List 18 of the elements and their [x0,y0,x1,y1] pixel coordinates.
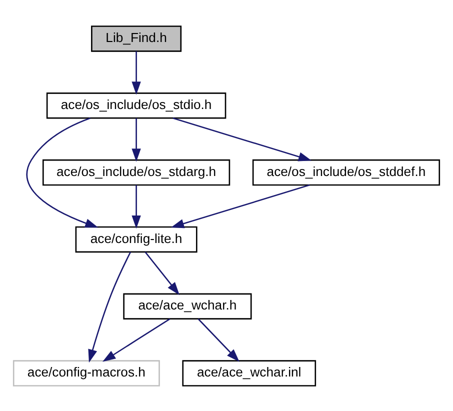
arrow [88,251,132,362]
arrow [132,184,141,228]
node-box: ace/os_include/os_stddef.h [252,158,440,186]
arrow [172,117,312,161]
arrow [198,318,240,362]
arrow [132,118,141,162]
node-box: ace/ace_wchar.h [123,292,252,319]
node-box: ace/ace_wchar.inl [182,360,316,386]
node-box: ace/os_include/os_stdio.h [46,92,226,118]
arrow [144,251,180,295]
arrow [26,117,98,228]
node-box: ace/config-lite.h [75,226,198,252]
node-box: Lib_Find.h [91,25,182,52]
arrow [132,50,141,94]
arrow [170,184,310,228]
node-box: ace/os_include/os_stdarg.h [42,158,230,186]
node-box: ace/config-macros.h [12,360,160,386]
arrow [102,318,170,362]
